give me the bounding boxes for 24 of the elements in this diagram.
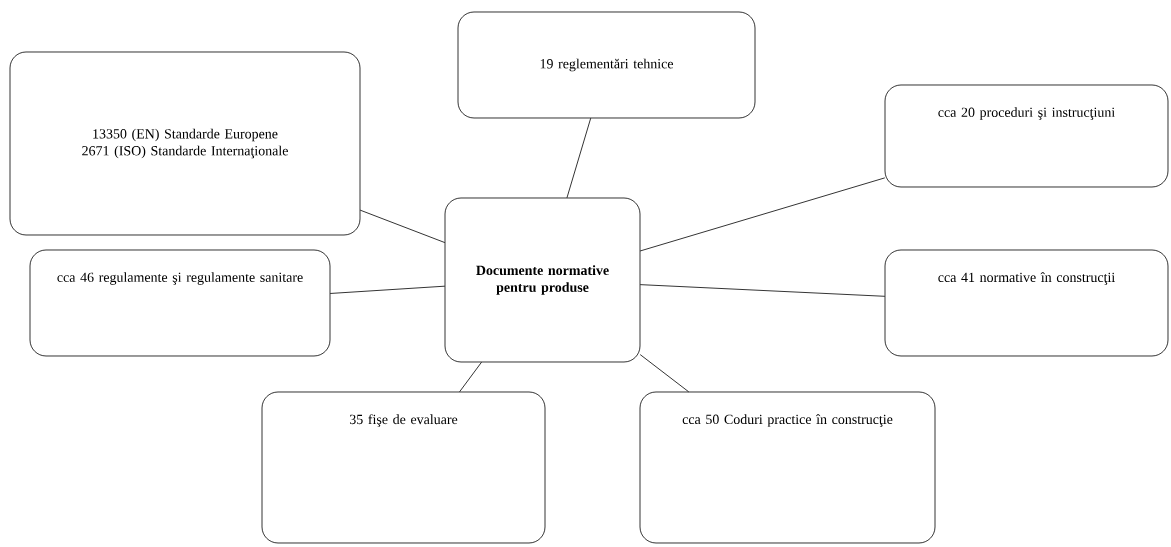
category-box: [884, 84, 1169, 188]
connector-line: [566, 117, 592, 199]
category-box: [261, 391, 546, 544]
node-label: Documente normative pentru produse: [476, 265, 609, 295]
connector-line: [359, 209, 446, 243]
category-box: [29, 249, 331, 357]
category-box: [457, 11, 756, 119]
node-label: cca 46 regulamente şi regulamente sanitare: [57, 272, 303, 285]
node-label: cca 41 normative în construcţii: [938, 272, 1115, 285]
connector-line: [459, 361, 482, 393]
category-box: [639, 391, 936, 544]
node-label: cca 20 proceduri şi instrucţiuni: [938, 107, 1115, 120]
connector-line: [639, 177, 886, 252]
node-label: 19 reglementări tehnice: [540, 58, 674, 72]
connector-line: [639, 284, 886, 297]
connector-line: [639, 354, 690, 393]
node-label: 35 fişe de evaluare: [349, 414, 458, 427]
central-box: [444, 197, 641, 363]
node-label: 13350 (EN) Standarde Europene: [93, 128, 278, 142]
node-label: cca 50 Coduri practice în construcţie: [682, 414, 893, 427]
connector-line: [329, 285, 446, 294]
category-box: [9, 51, 361, 236]
node-label: 2671 (ISO) Standarde Internaţionale: [82, 145, 288, 159]
category-box: [884, 249, 1169, 357]
